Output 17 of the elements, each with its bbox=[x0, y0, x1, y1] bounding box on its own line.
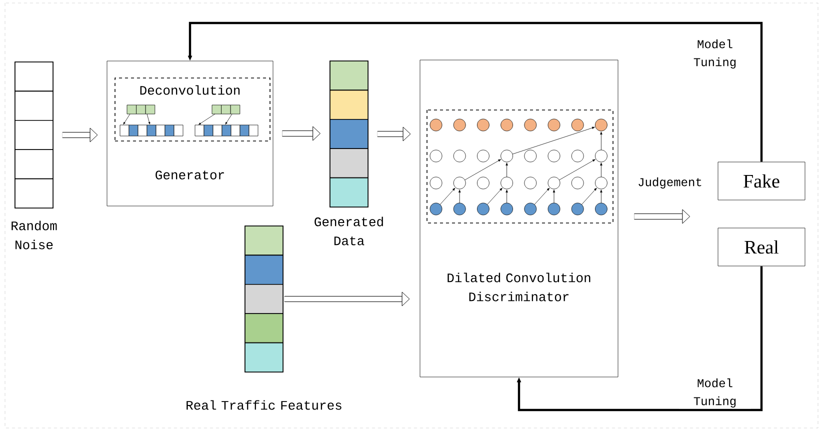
node-label: Deconvolution bbox=[140, 85, 240, 95]
arrow bbox=[284, 292, 410, 306]
arrow bbox=[282, 126, 320, 141]
result-box: Real bbox=[718, 228, 806, 266]
result-box: Fake bbox=[718, 162, 806, 200]
edge-label: Judgement bbox=[638, 177, 702, 189]
node-label: Generated Data bbox=[314, 216, 383, 246]
edge-label: Model Tuning bbox=[694, 378, 736, 408]
arrow bbox=[634, 209, 690, 224]
edge-label: Model Tuning bbox=[694, 39, 736, 69]
arrow bbox=[516, 266, 763, 412]
node-label: Generator bbox=[156, 170, 224, 180]
node-label: Random Noise bbox=[12, 220, 57, 250]
arrow bbox=[377, 126, 411, 142]
node-label: Real Traffic Features bbox=[186, 400, 342, 410]
node-label: Dilated Convolution Discriminator bbox=[448, 272, 590, 302]
arrow bbox=[62, 128, 98, 142]
